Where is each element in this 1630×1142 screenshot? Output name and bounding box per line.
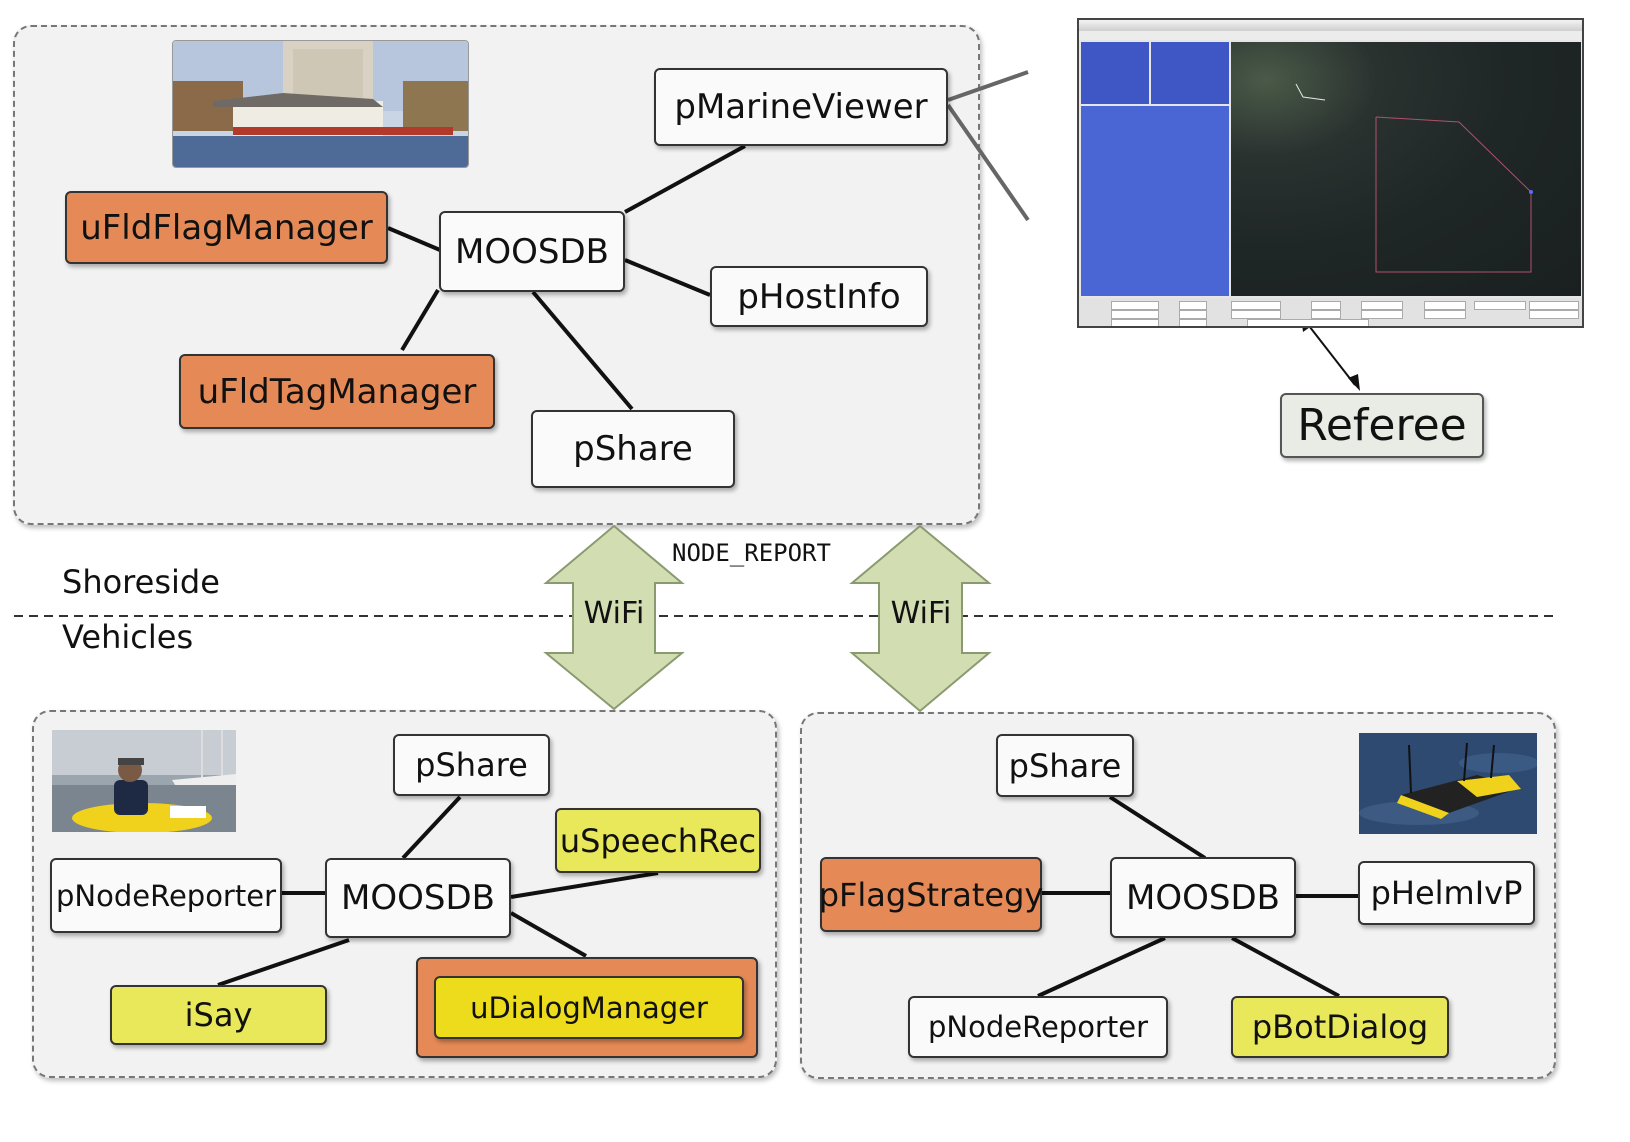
edge-lmoosdb-share: [401, 795, 462, 860]
referee-node[interactable]: Referee: [1280, 393, 1484, 458]
flag-manager-node[interactable]: uFldFlagManager: [65, 191, 388, 264]
edge-moosdb-taginfo: [624, 258, 711, 297]
edge-moosdb-flagmanager: [387, 226, 441, 252]
shoreside-share-node[interactable]: pShare: [531, 410, 735, 488]
wifi-arrow-left: [543, 524, 685, 711]
screenshot-appcast-panel: [1081, 106, 1229, 296]
edge-moosdb-tagmanager: [400, 288, 440, 352]
host-info-node[interactable]: pHostInfo: [710, 266, 928, 327]
shoreside-label: Shoreside: [62, 563, 220, 601]
node-report-label: NODE_REPORT: [672, 539, 831, 567]
left-moosdb-node[interactable]: MOOSDB: [325, 858, 511, 938]
helm-ivp-node[interactable]: pHelmIvP: [1358, 861, 1535, 925]
edge-rmoosdb-botdialog: [1231, 936, 1340, 998]
screenshot-satellite-map: [1231, 42, 1581, 296]
arrowhead-down: [1348, 374, 1360, 391]
screenshot-app-list: [1151, 42, 1229, 104]
marine-viewer-node[interactable]: pMarineViewer: [654, 68, 948, 146]
speech-rec-node[interactable]: uSpeechRec: [555, 808, 761, 873]
right-moosdb-node[interactable]: MOOSDB: [1110, 857, 1296, 938]
edge-lmoosdb-dialogmanager: [510, 911, 587, 958]
vehicles-label: Vehicles: [62, 618, 194, 656]
edge-rmoosdb-share: [1108, 795, 1207, 860]
screenshot-menubar: [1079, 31, 1582, 40]
right-share-node[interactable]: pShare: [996, 734, 1134, 797]
edge-rmoosdb-nodereporter: [1037, 936, 1166, 998]
edge-moosdb-marineviewer: [624, 144, 746, 214]
edge-lmoosdb-speechrec: [510, 871, 659, 899]
person-on-kayak-photo: [52, 730, 236, 832]
yellow-robot-boat-photo: [1359, 733, 1537, 834]
screenshot-status-panel: [1079, 298, 1582, 326]
edge-moosdb-share: [531, 290, 634, 411]
isay-node[interactable]: iSay: [110, 985, 327, 1045]
shoreside-moosdb-node[interactable]: MOOSDB: [439, 211, 625, 292]
edge-viewer-screen-bottom: [946, 103, 1030, 222]
edge-lmoosdb-isay: [217, 938, 350, 987]
screenshot-titlebar: [1079, 20, 1582, 31]
edge-viewer-screen-top: [947, 70, 1029, 102]
building-by-river-photo: [172, 40, 469, 168]
wifi-left-label: WiFi: [583, 596, 645, 631]
marine-viewer-screenshot: [1077, 18, 1584, 328]
left-node-reporter-node[interactable]: pNodeReporter: [50, 858, 282, 933]
bot-dialog-node[interactable]: pBotDialog: [1231, 996, 1449, 1058]
wifi-arrow-right: [849, 524, 992, 713]
screenshot-node-list: [1081, 42, 1149, 104]
dialog-manager-node[interactable]: uDialogManager: [434, 976, 744, 1039]
left-share-node[interactable]: pShare: [393, 734, 550, 796]
tag-manager-node[interactable]: uFldTagManager: [179, 354, 495, 429]
right-node-reporter-node[interactable]: pNodeReporter: [908, 996, 1168, 1058]
wifi-right-label: WiFi: [890, 596, 952, 631]
edge-screen-referee: [1305, 321, 1356, 386]
flag-strategy-node[interactable]: pFlagStrategy: [819, 857, 1043, 932]
